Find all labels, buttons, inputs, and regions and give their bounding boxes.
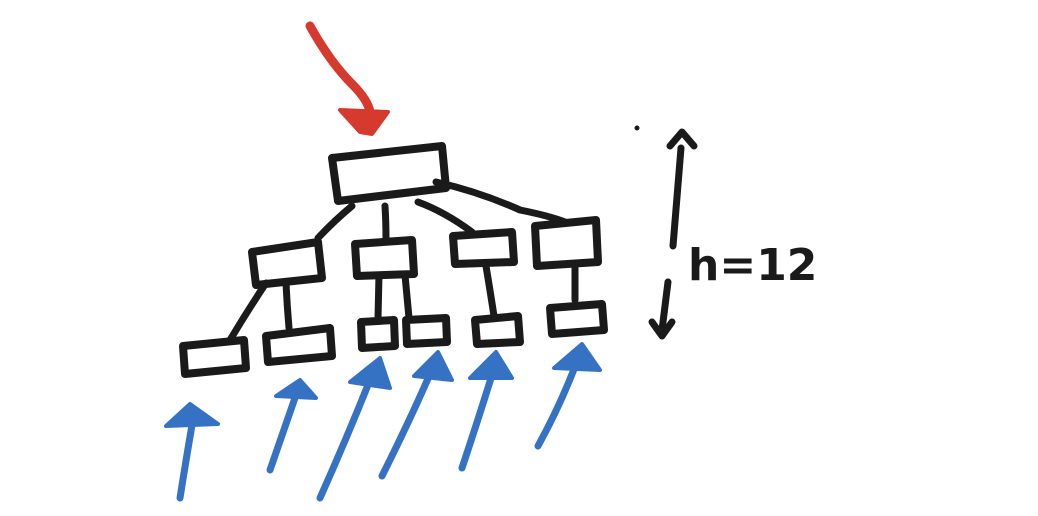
stray-dot (634, 125, 640, 131)
edge-child-1-to-leaf-2 (282, 279, 293, 332)
edge-child-2-to-leaf-4 (401, 271, 413, 322)
insert-arrows (164, 342, 602, 502)
edge-root-to-child-2 (381, 202, 390, 244)
insert-arrow-6 (534, 342, 602, 450)
height-label: h=12 (688, 240, 817, 291)
insert-arrow-3 (316, 356, 392, 502)
edge-root-to-child-3 (414, 198, 476, 236)
child-node-4 (531, 216, 602, 270)
edge-child-2-to-leaf-3 (374, 271, 383, 322)
query-arrow-head (338, 108, 390, 136)
leaf-node-1 (179, 336, 250, 378)
leaf-node-3 (357, 316, 399, 352)
insert-arrow-4 (378, 350, 454, 480)
edge-root-to-child-4 (432, 178, 569, 226)
leaf-node-5 (471, 312, 524, 348)
height-arrow-lower-shaft (658, 278, 672, 334)
height-arrow-upper-shaft (669, 144, 685, 250)
tree-nodes (179, 142, 608, 378)
leaf-node-4 (402, 314, 451, 348)
leaf-node-2 (262, 324, 336, 366)
child-node-2 (351, 236, 418, 280)
height-arrow-down-icon (648, 318, 676, 340)
insert-arrow-2 (266, 378, 318, 474)
edge-child-1-to-leaf-1 (226, 279, 270, 344)
query-arrow (305, 21, 390, 136)
edge-child-3-to-leaf-5 (482, 262, 498, 320)
query-arrow-shaft (305, 21, 375, 117)
leaf-node-6 (546, 300, 608, 338)
height-indicator: h=12 (634, 125, 817, 340)
height-arrow-up-icon (666, 128, 698, 150)
insert-arrow-1 (164, 402, 220, 502)
edge-root-to-child-1 (314, 202, 356, 242)
tree-edges (226, 178, 579, 344)
root-node (328, 142, 450, 205)
child-node-1 (248, 238, 326, 289)
insert-arrow-5 (458, 350, 514, 472)
child-node-3 (449, 228, 518, 268)
